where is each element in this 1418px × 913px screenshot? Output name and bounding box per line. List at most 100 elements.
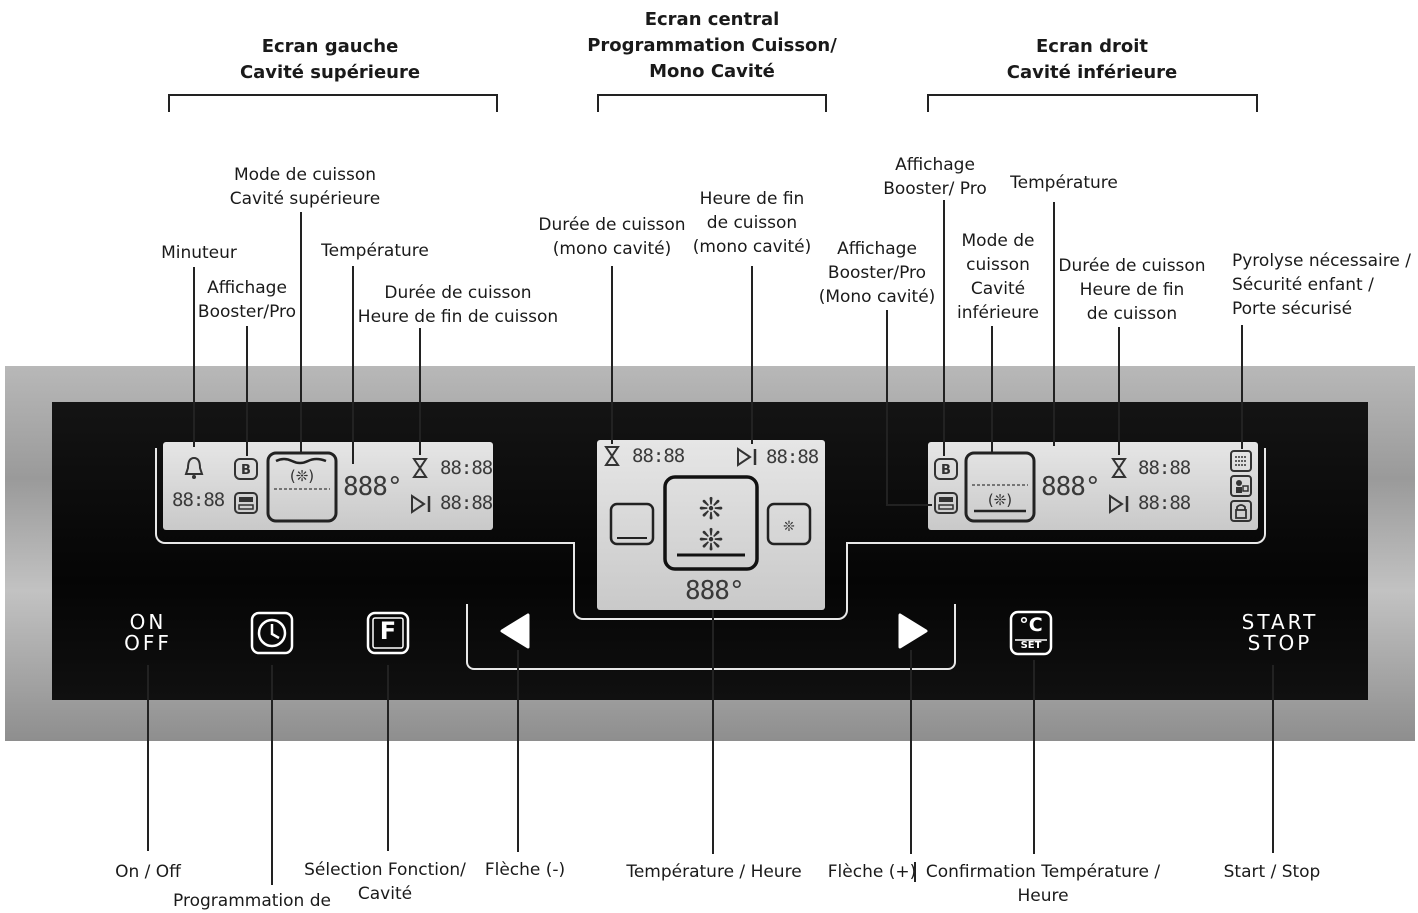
label-booster-mono-2: Booster/Pro	[827, 263, 927, 283]
label-mode-lower-1: Mode de	[961, 231, 1035, 251]
label-booster-mono-3: (Mono cavité)	[818, 287, 936, 307]
outline-center-joint	[573, 542, 587, 544]
label-booster-mono-1: Affichage	[837, 239, 917, 259]
leader-booster-mono-h	[886, 504, 932, 506]
door-lock-icon	[1230, 500, 1252, 526]
label-mode-upper-2: Cavité supérieure	[229, 189, 381, 209]
label-mode-lower: Mode de cuisson Cavité inférieure	[948, 229, 1048, 325]
label-duree-upper-1: Durée de cuisson	[384, 283, 532, 303]
lcd-left-duration: 88:88	[440, 457, 493, 479]
label-startstop: Start / Stop	[1223, 862, 1321, 882]
label-duree-mono: Durée de cuisson (mono cavité)	[532, 213, 692, 261]
leader-temp-lower	[1053, 202, 1055, 446]
label-confirm-1: Confirmation Température /	[925, 862, 1161, 882]
label-booster-upper-2: Booster/Pro	[197, 302, 297, 322]
label-fleche-plus: Flèche (+)	[827, 862, 917, 882]
function-select-button[interactable]: F	[366, 611, 410, 659]
leader-duree-upper	[419, 328, 421, 455]
leader-prog	[271, 665, 273, 885]
on-off-button[interactable]: ON OFF	[110, 612, 186, 654]
label-duree-upper: Durée de cuisson Heure de fin de cuisson	[352, 281, 564, 329]
lcd-right-end: 88:88	[1138, 492, 1191, 514]
svg-text:❊: ❊	[698, 523, 723, 558]
leader-confirm	[1033, 660, 1035, 854]
leader-selection	[387, 665, 389, 851]
left-arrow-icon	[500, 613, 530, 649]
end-time-icon-lower	[1108, 494, 1132, 518]
svg-text:❊: ❊	[783, 519, 795, 535]
leader-temp-upper	[352, 266, 354, 464]
label-pyrolyse-1: Pyrolyse nécessaire /	[1232, 251, 1411, 271]
label-pyrolyse-3: Porte sécurisé	[1232, 299, 1353, 319]
svg-text:(❊): (❊)	[290, 467, 314, 485]
bell-icon	[183, 456, 205, 484]
outline-right	[846, 448, 1266, 544]
svg-text:❊: ❊	[698, 492, 723, 527]
lcd-left	[163, 442, 493, 530]
label-mode-lower-2: cuisson	[966, 255, 1030, 275]
bracket-right	[927, 94, 1258, 112]
lcd-left-timer: 88:88	[172, 489, 225, 511]
temp-set-button[interactable]: °C SET	[1009, 610, 1053, 660]
on-off-label-on: ON	[129, 610, 167, 634]
leader-fleche-minus	[517, 650, 519, 852]
right-arrow-icon	[898, 613, 928, 649]
leader-pyrolyse	[1241, 325, 1243, 449]
lcd-right	[928, 442, 1258, 530]
label-duree-lower-3: de cuisson	[1086, 304, 1178, 324]
label-pyrolyse: Pyrolyse nécessaire / Sécurité enfant / …	[1232, 249, 1416, 321]
hourglass-icon-center	[604, 446, 620, 470]
label-duree-mono-2: (mono cavité)	[552, 239, 672, 259]
lcd-center-temp: 888°	[685, 576, 745, 606]
label-selection-2: Cavité	[357, 884, 413, 904]
label-booster-upper-1: Affichage	[207, 278, 287, 298]
start-stop-button[interactable]: START STOP	[1226, 612, 1334, 654]
svg-text:(❊): (❊)	[988, 491, 1012, 509]
header-center-line1: Ecran central	[644, 9, 780, 30]
header-right: Ecran droit Cavité inférieure	[992, 34, 1192, 86]
leader-booster-mono	[886, 310, 888, 506]
label-booster-lower-1: Affichage	[895, 155, 975, 175]
header-left-line1: Ecran gauche	[261, 36, 399, 57]
cooking-mode-lower-icon: (❊)	[964, 451, 1036, 527]
header-left-line2: Cavité supérieure	[239, 62, 421, 83]
cooking-mode-upper-icon: (❊)	[266, 451, 338, 527]
label-duree-lower-1: Durée de cuisson	[1058, 256, 1206, 276]
leader-fin-mono	[751, 266, 753, 444]
leader-duree-mono	[611, 266, 613, 444]
outline-arrows	[466, 604, 956, 670]
stop-label: STOP	[1247, 631, 1313, 655]
arrow-plus-button[interactable]	[896, 612, 930, 654]
leader-fleche-plus	[910, 650, 912, 854]
leader-minuteur	[193, 267, 195, 447]
end-time-icon	[410, 494, 434, 518]
header-center-line3: Mono Cavité	[649, 61, 775, 82]
label-booster-mono: Affichage Booster/Pro (Mono cavité)	[812, 237, 942, 309]
set-label: SET	[1020, 640, 1042, 651]
label-confirm: Confirmation Température / Heure	[916, 860, 1170, 908]
label-booster-lower: Affichage Booster/ Pro	[876, 153, 994, 201]
pyrolysis-icon	[1230, 450, 1252, 476]
leader-startstop	[1272, 665, 1274, 853]
header-right-line2: Cavité inférieure	[1006, 62, 1178, 83]
hourglass-icon	[412, 458, 428, 482]
label-selection: Sélection Fonction/ Cavité	[296, 858, 474, 906]
clock-programming-button[interactable]	[250, 611, 294, 659]
lcd-right-duration: 88:88	[1138, 457, 1191, 479]
svg-text:B: B	[241, 463, 251, 478]
label-booster-lower-2: Booster/ Pro	[883, 179, 987, 199]
cavity-small-right-icon: ❊	[766, 502, 812, 550]
bracket-left	[168, 94, 498, 112]
label-fin-mono: Heure de fin de cuisson (mono cavité)	[686, 187, 818, 259]
label-fin-mono-3: (mono cavité)	[692, 237, 812, 257]
label-mode-lower-3: Cavité	[970, 279, 1026, 299]
pro-icon	[234, 492, 258, 518]
label-fin-mono-2: de cuisson	[706, 213, 798, 233]
child-lock-icon	[1230, 475, 1252, 501]
celsius-set-icon	[1009, 610, 1053, 656]
label-temp-heure: Température / Heure	[626, 862, 802, 882]
arrow-minus-button[interactable]	[498, 612, 532, 654]
clock-icon	[250, 611, 294, 655]
cavity-small-left-icon	[609, 502, 655, 550]
leader-duree-lower	[1118, 327, 1120, 455]
